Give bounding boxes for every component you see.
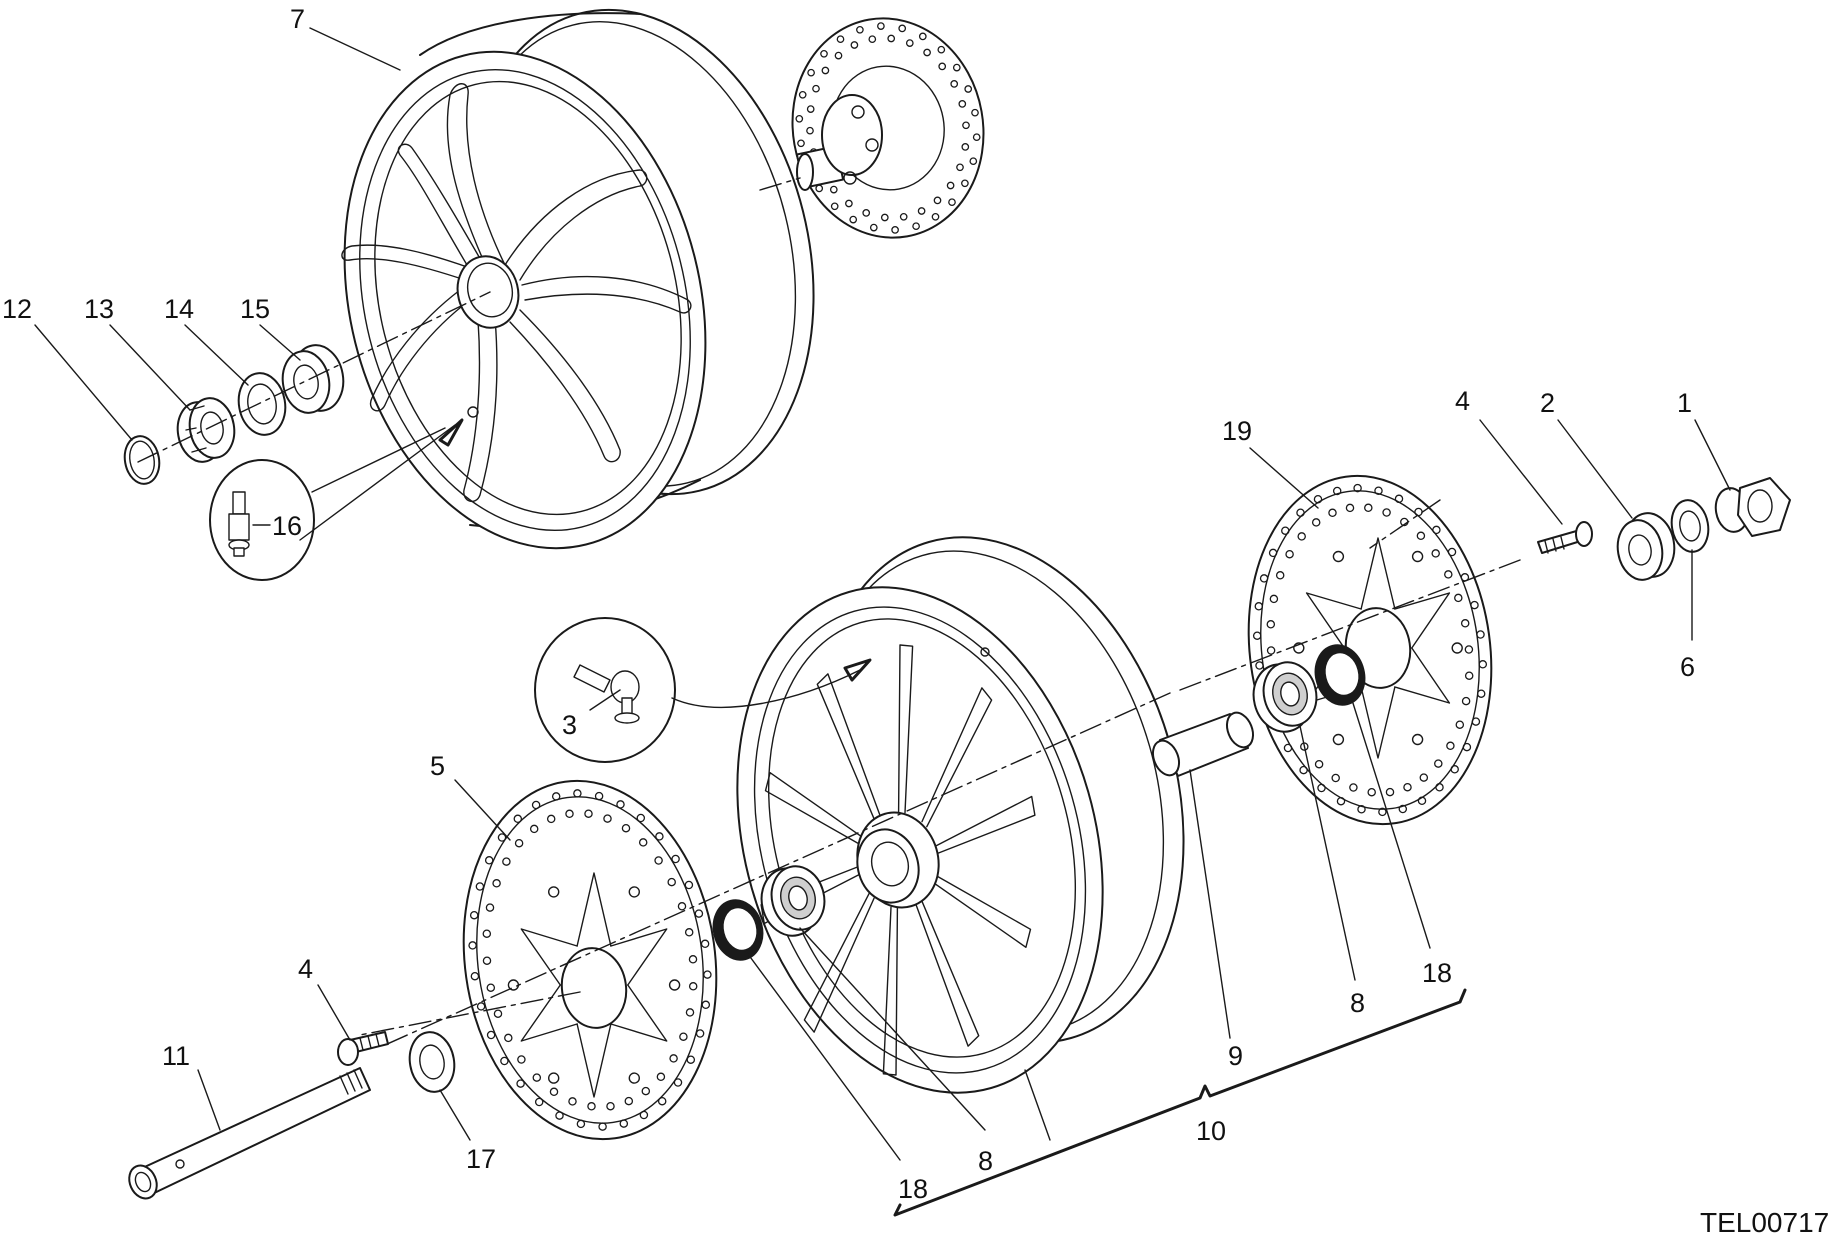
callout-3: 3: [562, 710, 577, 740]
callout-8-left: 8: [978, 1146, 993, 1176]
callout-18-left: 18: [898, 1174, 928, 1204]
callout-9: 9: [1228, 1041, 1243, 1071]
callout-5: 5: [430, 751, 445, 781]
rear-axle-parts: [123, 291, 491, 485]
callout-13: 13: [84, 294, 114, 324]
callout-labels: 7 12 13 14 15 16 19 4 2 1 6 3 5 4 11 17 …: [2, 4, 1829, 1238]
rear-brake-disc: [759, 17, 985, 239]
callout-7: 7: [290, 4, 305, 34]
callout-1: 1: [1677, 388, 1692, 418]
callout-14: 14: [164, 294, 194, 324]
callout-4-left: 4: [298, 954, 313, 984]
callout-19: 19: [1222, 416, 1252, 446]
brace-10: [893, 988, 1467, 1217]
callout-18-right: 18: [1422, 958, 1452, 988]
callout-4-right: 4: [1455, 386, 1470, 416]
front-wheel: [736, 536, 1185, 1094]
callout-17: 17: [466, 1144, 496, 1174]
rear-wheel: [341, 8, 815, 550]
front-brake-disc-left: [462, 779, 718, 1141]
callout-6: 6: [1680, 652, 1695, 682]
callout-16: 16: [272, 511, 302, 541]
callout-10: 10: [1196, 1116, 1226, 1146]
callout-8-right: 8: [1350, 988, 1365, 1018]
leader-lines: [34, 27, 1731, 1161]
callout-12: 12: [2, 294, 32, 324]
valve-detail-16: [209, 418, 464, 581]
valve-detail-3: [534, 617, 872, 763]
front-brake-disc-right: [1247, 474, 1493, 826]
figure-code: TEL00717: [1700, 1207, 1829, 1238]
callout-2: 2: [1540, 388, 1555, 418]
front-axle-components: [128, 477, 1791, 1200]
callout-11: 11: [162, 1041, 190, 1071]
callout-15: 15: [240, 294, 270, 324]
